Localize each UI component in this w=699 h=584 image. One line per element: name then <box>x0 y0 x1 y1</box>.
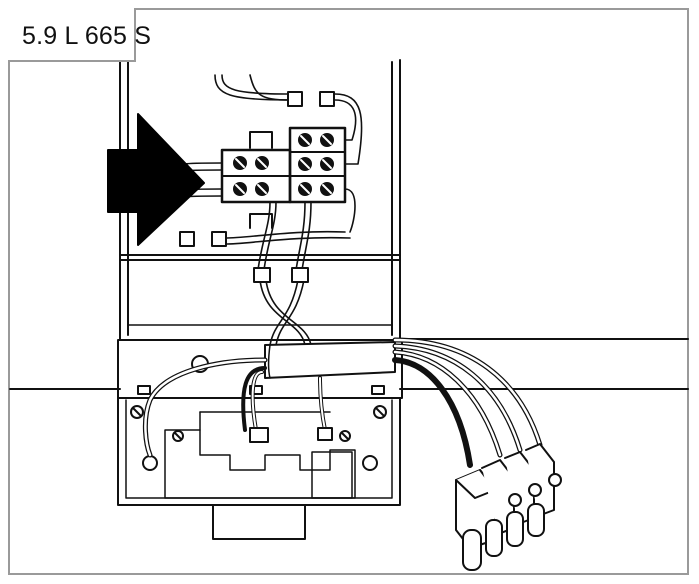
mounting-lines <box>9 338 689 390</box>
cable-bundle <box>142 341 396 458</box>
internal-wires <box>184 74 363 346</box>
direction-arrow-icon <box>107 113 205 246</box>
figure-label: 5.9 L 665 S <box>22 22 152 50</box>
terminal-block <box>220 126 347 229</box>
housing <box>117 59 403 540</box>
figure-label-box <box>8 8 136 62</box>
figure-frame <box>8 8 689 575</box>
wire-sleeves <box>179 91 335 283</box>
plug-connectors <box>455 443 562 571</box>
external-cable <box>392 337 543 468</box>
